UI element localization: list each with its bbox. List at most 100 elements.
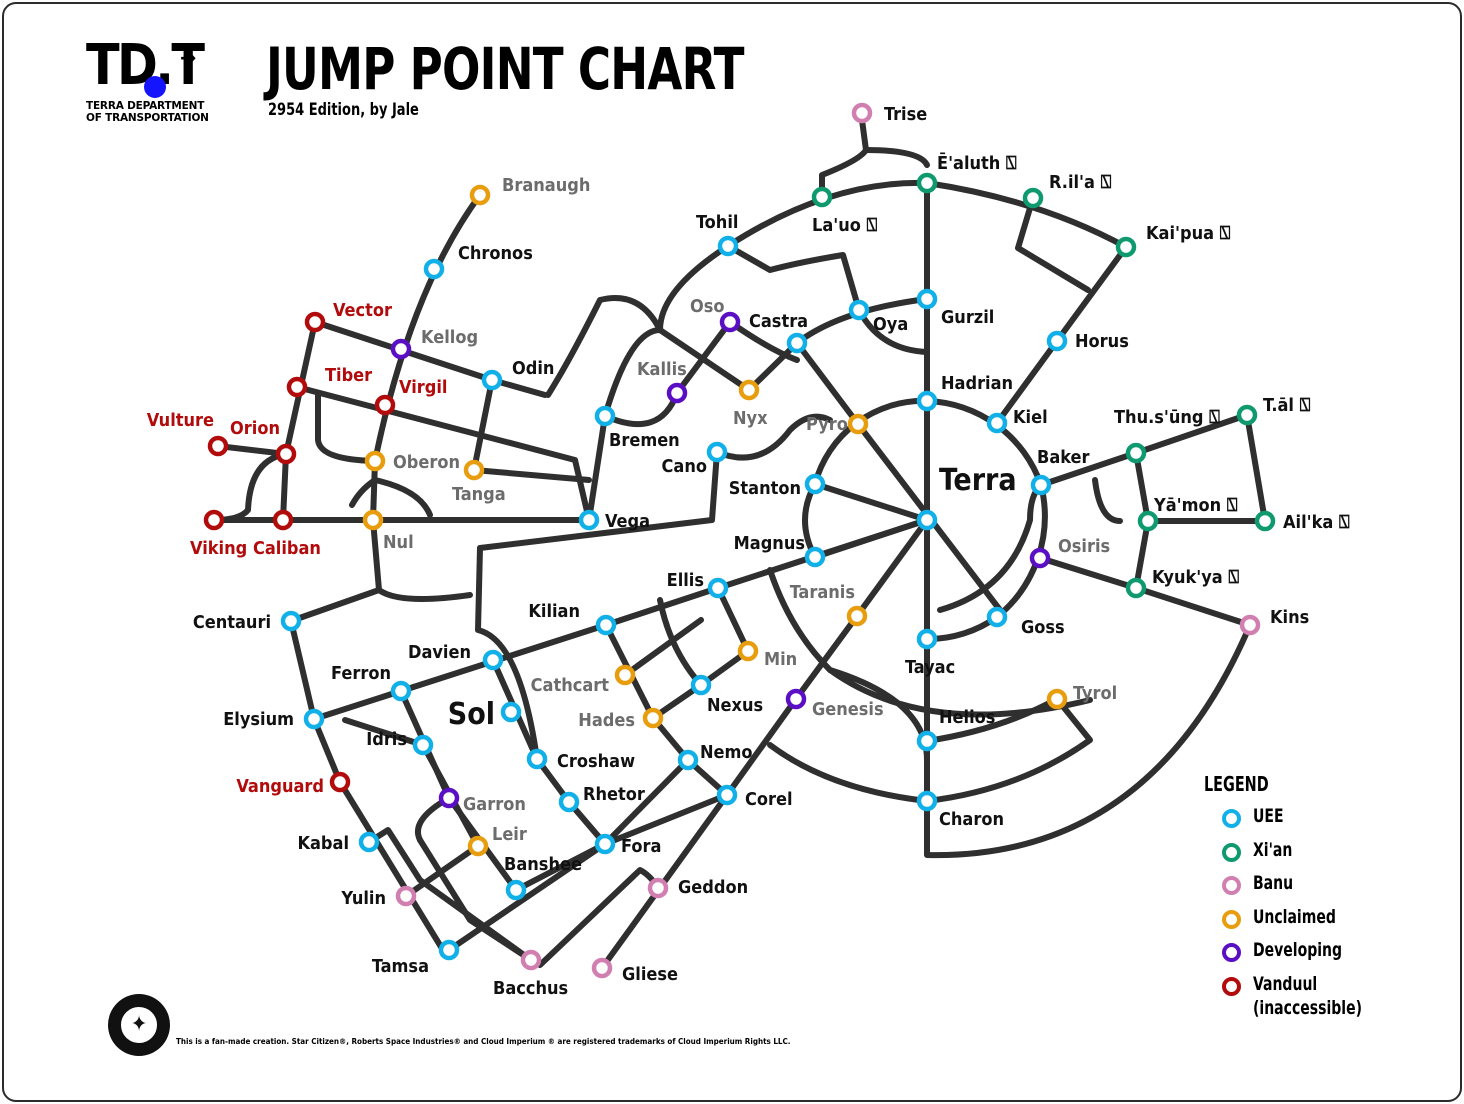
station-magnus[interactable] <box>804 546 826 568</box>
station-fora[interactable] <box>594 833 616 855</box>
station-kai-pua[interactable] <box>1115 236 1137 258</box>
station-garron[interactable] <box>438 787 460 809</box>
station-vulture[interactable] <box>207 435 229 457</box>
station-taranis[interactable] <box>846 605 868 627</box>
jump-route <box>1015 195 1091 293</box>
station-yulin[interactable] <box>395 885 417 907</box>
station-centauri[interactable] <box>280 610 302 632</box>
station-kins[interactable] <box>1239 614 1261 636</box>
station-kiel[interactable] <box>986 412 1008 434</box>
station-stanton[interactable] <box>804 473 826 495</box>
station-cathcart[interactable] <box>614 664 636 686</box>
station-pyro[interactable] <box>847 413 869 435</box>
station-label-ail-ka: Ail'ka ⍂ <box>1283 512 1350 533</box>
station-trise[interactable] <box>851 102 873 124</box>
station-tohil[interactable] <box>717 235 739 257</box>
station-cano[interactable] <box>706 441 728 463</box>
jump-route <box>315 392 378 464</box>
station-ferron[interactable] <box>390 680 412 702</box>
station-genesis[interactable] <box>785 688 807 710</box>
station-osiris[interactable] <box>1029 547 1051 569</box>
station-idris[interactable] <box>412 734 434 756</box>
station-virgil[interactable] <box>374 394 396 416</box>
legend-label: UEE <box>1253 805 1284 827</box>
station-label-rhetor: Rhetor <box>583 784 645 805</box>
station-kilian[interactable] <box>595 614 617 636</box>
station-bremen[interactable] <box>594 405 616 427</box>
jump-route <box>819 117 869 200</box>
station-charon[interactable] <box>916 790 938 812</box>
station-vector[interactable] <box>304 311 326 333</box>
station-tamsa[interactable] <box>438 939 460 961</box>
station-hadrian[interactable] <box>916 390 938 412</box>
station-baker[interactable] <box>1030 474 1052 496</box>
station-label--aluth: Ē'aluth ⍂ <box>937 153 1017 174</box>
station-y-mon[interactable] <box>1137 510 1159 532</box>
station-corel[interactable] <box>716 784 738 806</box>
station-nemo[interactable] <box>677 749 699 771</box>
station-oso[interactable] <box>719 311 741 333</box>
station-nul[interactable] <box>362 509 384 531</box>
station-tyrol[interactable] <box>1046 688 1068 710</box>
station-terra[interactable] <box>916 509 938 531</box>
station-odin[interactable] <box>481 369 503 391</box>
station-label-tanga: Tanga <box>452 484 506 505</box>
station-ellis[interactable] <box>707 577 729 599</box>
station-gliese[interactable] <box>591 957 613 979</box>
station-label-thu-s-ng: Thu.s'ūng ⍂ <box>1114 407 1220 428</box>
legend-label: Vanduul (inaccessible) <box>1253 972 1363 1019</box>
station-vega[interactable] <box>578 509 600 531</box>
station-kyuk-ya[interactable] <box>1125 577 1147 599</box>
station-ail-ka[interactable] <box>1254 510 1276 532</box>
station-gurzil[interactable] <box>916 288 938 310</box>
station-helios[interactable] <box>916 730 938 752</box>
station-croshaw[interactable] <box>526 748 548 770</box>
station-label-magnus: Magnus <box>734 533 805 554</box>
station-sol[interactable] <box>500 701 522 723</box>
station-banshee[interactable] <box>505 879 527 901</box>
station-min[interactable] <box>737 640 759 662</box>
jump-route <box>211 451 289 523</box>
jump-route <box>863 147 930 168</box>
station-tanga[interactable] <box>463 459 485 481</box>
station-goss[interactable] <box>986 606 1008 628</box>
legend-item-banu: Banu <box>1204 871 1386 905</box>
station-horus[interactable] <box>1046 330 1068 352</box>
station-oya[interactable] <box>848 299 870 321</box>
station-tayac[interactable] <box>916 628 938 650</box>
station-chronos[interactable] <box>423 258 445 280</box>
station-geddon[interactable] <box>647 877 669 899</box>
station-bacchus[interactable] <box>520 949 542 971</box>
station-kallis[interactable] <box>666 382 688 404</box>
station-hades[interactable] <box>642 707 664 729</box>
station-kabal[interactable] <box>358 831 380 853</box>
station-r-il-a[interactable] <box>1022 187 1044 209</box>
station-thu-s-ng[interactable] <box>1125 442 1147 464</box>
station-la-uo[interactable] <box>811 186 833 208</box>
station-branaugh[interactable] <box>469 184 491 206</box>
station-oberon[interactable] <box>364 450 386 472</box>
station-orion[interactable] <box>275 443 297 465</box>
station-label-elysium: Elysium <box>223 709 294 730</box>
station-vanguard[interactable] <box>329 771 351 793</box>
station-castra[interactable] <box>786 332 808 354</box>
station-elysium[interactable] <box>303 708 325 730</box>
legend-item-vanduul: Vanduul (inaccessible) <box>1204 972 1386 1019</box>
station-nyx[interactable] <box>738 379 760 401</box>
jump-route <box>715 585 751 654</box>
tdot-logo: TD.T ➔ TERRA DEPARTMENT OF TRANSPORTATIO… <box>86 34 210 125</box>
station-t-l[interactable] <box>1236 404 1258 426</box>
jump-route <box>372 477 433 518</box>
station-davien[interactable] <box>482 649 504 671</box>
station-caliban[interactable] <box>272 509 294 531</box>
station-leir[interactable] <box>467 835 489 857</box>
station-viking[interactable] <box>203 509 225 531</box>
station-nexus[interactable] <box>690 674 712 696</box>
station-label-horus: Horus <box>1075 331 1129 352</box>
station-kellog[interactable] <box>390 338 412 360</box>
station-rhetor[interactable] <box>558 791 580 813</box>
station-tiber[interactable] <box>286 376 308 398</box>
jump-route <box>924 622 1253 859</box>
station--aluth[interactable] <box>916 172 938 194</box>
